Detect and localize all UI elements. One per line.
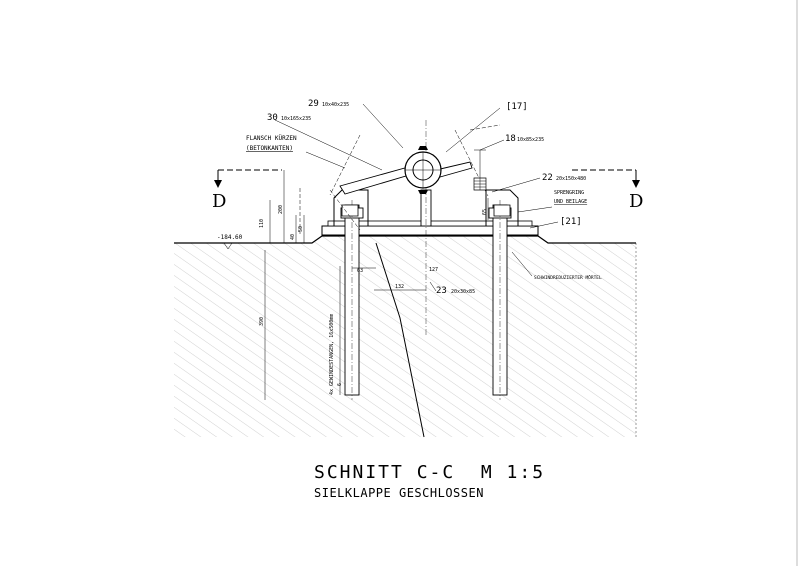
dim-6: 6: [337, 383, 343, 386]
bracket-right: [485, 189, 519, 226]
dim-200: 200: [278, 205, 284, 214]
label-gewindestangen: 4x GEWINDESTANGEN, 16x500mm: [329, 314, 335, 395]
label-part-22-dim: 20x150x480: [556, 176, 586, 182]
flap-plates: [299, 124, 501, 235]
section-marker-left: [214, 169, 282, 188]
dim-390: 390: [259, 317, 265, 326]
label-part-23: 23: [436, 286, 447, 296]
label-sprengring-2: UND BEILAGE: [554, 199, 587, 205]
label-moertel: SCHWINDREDUZIERTER MÖRTEL: [534, 274, 602, 281]
concrete-section: [174, 235, 637, 438]
label-part-18: 18: [505, 134, 516, 144]
label-part-22: 22: [542, 173, 553, 183]
dimension-lines: [215, 149, 489, 400]
dim-40: 40: [290, 234, 296, 240]
dim-127: 127: [429, 267, 438, 273]
dim-63: 63: [357, 268, 363, 274]
label-part-29: 29: [308, 99, 319, 109]
section-letter-right: D: [629, 191, 643, 212]
label-part-23-dim: 20x30x85: [451, 289, 475, 295]
section-marker-right: [572, 169, 640, 188]
hinge-assembly: [404, 146, 442, 194]
label-flansch-2: (BETONKANTEN): [246, 145, 293, 152]
label-part-29-dim: 10x40x235: [322, 102, 349, 108]
label-part-18-dim: 10x85x235: [517, 137, 544, 143]
dim-132: 132: [395, 284, 404, 290]
dim-50: 50: [298, 226, 304, 232]
drawing-subtitle: SIELKLAPPE GESCHLOSSEN: [314, 486, 484, 500]
label-part-30-dim: 10x165x235: [281, 116, 311, 122]
leader-lines: [274, 103, 559, 292]
drawing-title: SCHNITT C-C M 1:5: [314, 462, 545, 483]
dim-65: 65: [482, 209, 488, 215]
dim-elevation: -184.60: [217, 234, 243, 241]
label-flansch-1: FLANSCH KÜRZEN: [246, 135, 297, 142]
section-letter-left: D: [212, 191, 226, 212]
label-sprengring-1: SPRENGRING: [554, 190, 584, 196]
label-part-17: [17]: [506, 102, 528, 112]
label-part-21: [21]: [560, 217, 582, 227]
dim-110: 110: [259, 219, 265, 228]
label-part-30: 30: [267, 113, 278, 123]
